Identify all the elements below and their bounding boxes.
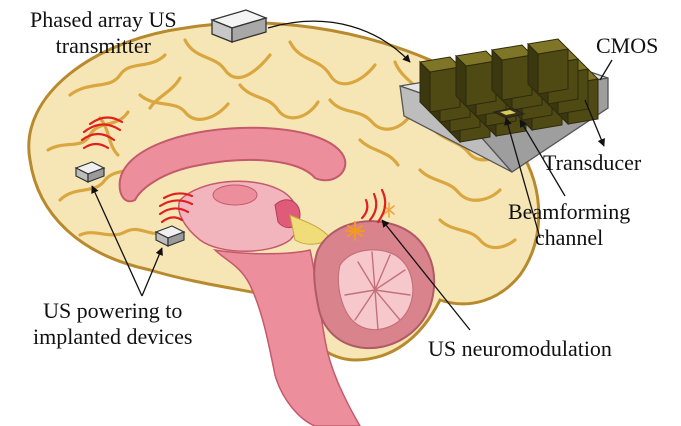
transducer-element [528,39,568,94]
powering-label-line2: implanted devices [33,324,192,350]
pineal-region [213,185,257,205]
neuromodulation-label: US neuromodulation [428,336,612,362]
transducer-label: Transducer [543,150,641,176]
transducer-element [456,51,496,106]
transmitter-label: Phased array US transmitter [30,7,177,59]
transducer-element [492,45,532,100]
beamforming-label-line2: channel [508,225,630,251]
transducer-element [420,57,460,112]
cerebellum [314,221,434,348]
transmitter-label-line1: Phased array US [30,7,177,33]
beamforming-label-line1: Beamforming [508,199,630,225]
transmitter-label-line2: transmitter [30,33,177,59]
powering-label-line1: US powering to [33,298,192,324]
beamforming-label: Beamforming channel [508,199,630,251]
powering-label: US powering to implanted devices [33,298,192,350]
cmos-label: CMOS [596,33,658,59]
